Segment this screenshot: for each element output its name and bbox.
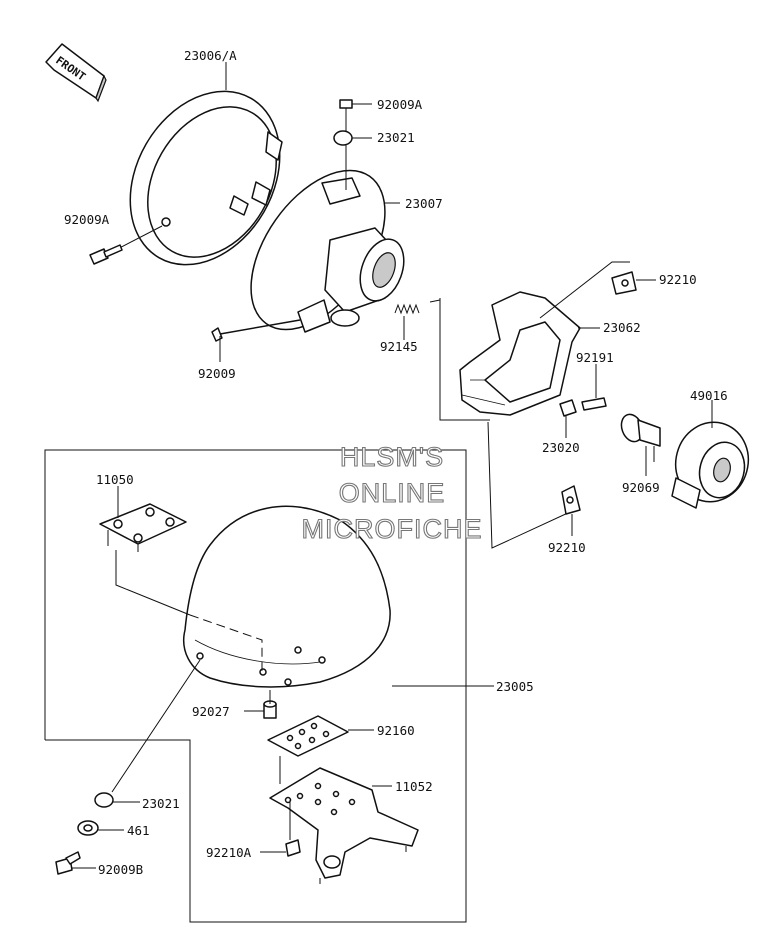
nut-92210a [260, 800, 301, 857]
plate-11050 [99, 486, 263, 672]
spring-92145 [394, 299, 441, 340]
bracket-11052 [269, 767, 419, 884]
nut-23020 [559, 399, 577, 438]
plate-92160 [267, 715, 374, 784]
collar-92191 [581, 364, 607, 411]
assembly-group-outline [44, 449, 467, 923]
label-23007: 23007 [405, 196, 443, 211]
screw-92009 [211, 319, 301, 362]
label-23020: 23020 [542, 440, 580, 455]
headlight-cover [183, 505, 494, 688]
boot-49016 [671, 400, 750, 509]
clip-92210-mid [561, 485, 581, 536]
watermark: HLSM'S ONLINE MICROFICHE [301, 441, 483, 544]
label-23006a: 23006/A [184, 48, 237, 63]
label-23021-bottom: 23021 [142, 796, 180, 811]
label-92009a-top: 92009A [377, 97, 423, 112]
grommet-23021-top [333, 130, 372, 146]
label-92210-top: 92210 [659, 272, 697, 287]
clip-92210-top [611, 271, 656, 295]
screw-92009a-left [89, 225, 163, 265]
spacer-92027 [244, 690, 277, 719]
label-92160: 92160 [377, 723, 415, 738]
label-92069: 92069 [622, 480, 660, 495]
label-92210a: 92210A [206, 845, 252, 860]
bracket-23062 [439, 261, 630, 549]
watermark-line-3: MICROFICHE [302, 514, 483, 544]
label-92009: 92009 [198, 366, 236, 381]
bolt-92009b [55, 851, 96, 875]
label-23062: 23062 [603, 320, 641, 335]
headlight-unit [250, 169, 405, 333]
label-11050: 11050 [96, 472, 134, 487]
label-461: 461 [127, 823, 150, 838]
label-92027: 92027 [192, 704, 230, 719]
label-23021-top: 23021 [377, 130, 415, 145]
grommet-23021-bottom [94, 659, 201, 808]
watermark-line-1: HLSM'S [340, 442, 444, 472]
bulb-92069 [620, 413, 661, 476]
label-92009b: 92009B [98, 862, 143, 877]
headlight-rim [129, 90, 283, 266]
collar-461 [77, 820, 124, 836]
screw-92009a-top [339, 99, 372, 190]
label-92145: 92145 [380, 339, 418, 354]
label-23005: 23005 [496, 679, 534, 694]
label-92009a-left: 92009A [64, 212, 110, 227]
label-92191: 92191 [576, 350, 614, 365]
front-arrow-icon: FRONT [45, 43, 107, 103]
label-92210-mid: 92210 [548, 540, 586, 555]
watermark-line-2: ONLINE [339, 478, 446, 508]
label-49016: 49016 [690, 388, 728, 403]
label-11052: 11052 [395, 779, 433, 794]
